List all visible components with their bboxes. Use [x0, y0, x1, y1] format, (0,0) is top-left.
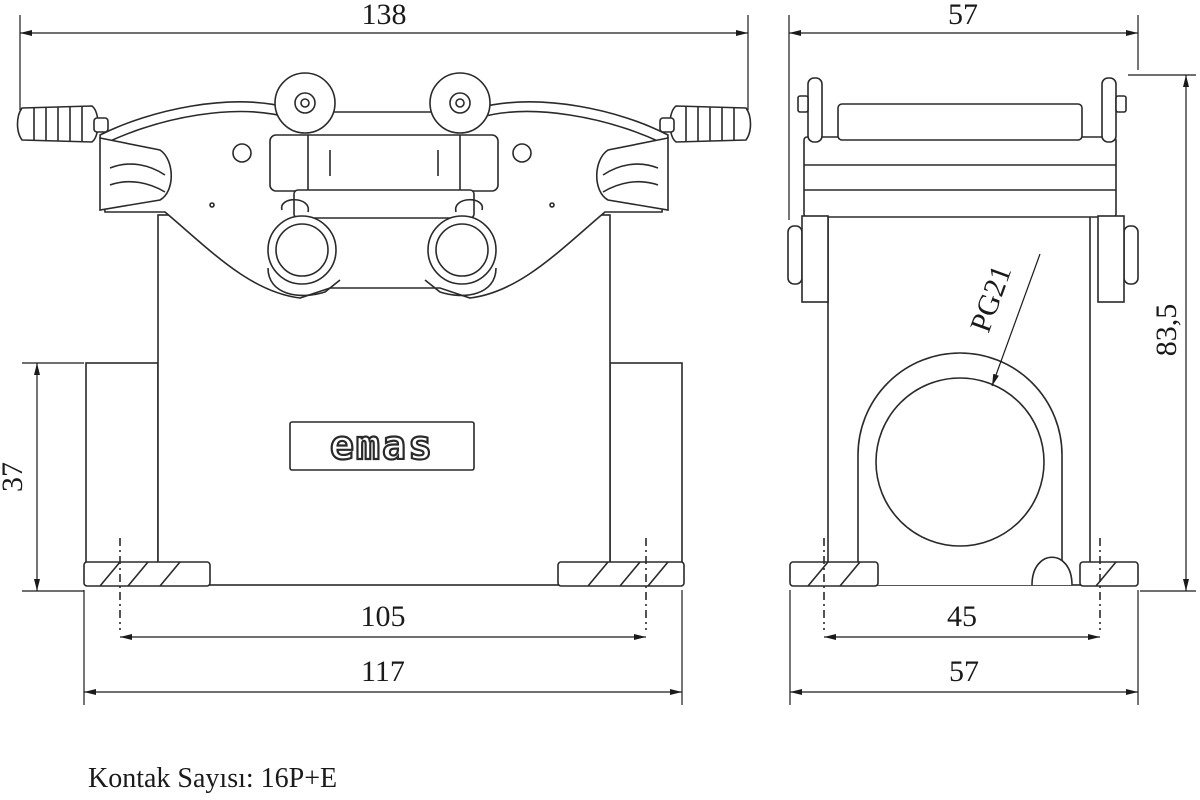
front-right-lock-stud-inner — [435, 223, 489, 277]
front-right-pin-dot — [549, 202, 555, 208]
side-view — [787, 77, 1139, 630]
side-right-bump — [1031, 556, 1073, 586]
contact-count-caption: Kontak Sayısı: 16P+E — [88, 763, 337, 794]
side-left-lower-arm — [801, 215, 829, 303]
side-left-top-latch — [807, 77, 823, 143]
front-right-latch-groove — [602, 163, 659, 193]
front-left-lock-hook — [267, 199, 341, 297]
side-right-top-latch — [1101, 77, 1117, 143]
front-right-pivot-dot — [455, 98, 465, 108]
front-right-handle-neck — [659, 117, 675, 133]
front-left-handle-neck — [93, 117, 109, 133]
front-logo-frame — [289, 421, 475, 471]
front-left-latch — [99, 137, 172, 211]
front-right-latch — [596, 137, 669, 211]
front-slot-recess — [293, 189, 475, 219]
front-left-hole — [232, 143, 252, 163]
side-right-top-latch-pin — [1115, 95, 1127, 113]
pg21-leader — [991, 253, 1041, 387]
dimension-lines — [19, 15, 1196, 705]
front-view — [16, 72, 752, 630]
side-right-flange — [1079, 561, 1139, 587]
front-left-handle-grip — [33, 107, 83, 141]
front-cover-ridge — [107, 110, 661, 143]
side-right-lower-latch — [1123, 225, 1139, 285]
front-left-pin-dot — [209, 202, 215, 208]
front-right-hole — [512, 143, 532, 163]
dim-label-side-57-bottom: 57 — [949, 655, 979, 688]
side-cable-entry-hole — [875, 377, 1045, 547]
front-right-lock-hook — [424, 199, 497, 297]
side-right-lower-arm — [1097, 215, 1125, 303]
side-cover-top — [837, 103, 1083, 141]
front-right-handle-grip — [685, 107, 735, 141]
dim-label-45: 45 — [947, 600, 977, 633]
dim-label-37: 37 — [0, 462, 29, 492]
dim-label-105: 105 — [361, 600, 406, 633]
front-left-lock-stud-inner — [275, 223, 329, 277]
side-cover — [803, 136, 1117, 218]
front-left-latch-groove — [109, 163, 166, 193]
front-left-base-block — [85, 362, 159, 586]
dim-label-117: 117 — [361, 655, 405, 688]
dim-label-83-5: 83,5 — [1150, 304, 1183, 357]
front-right-base-block — [609, 362, 683, 586]
side-left-top-latch-pin — [797, 95, 809, 113]
front-logo: emas — [330, 423, 434, 469]
dim-label-138: 138 — [362, 0, 407, 31]
front-flange-hatch — [99, 561, 669, 587]
front-central-slot — [269, 134, 499, 192]
dim-label-side-57-top: 57 — [948, 0, 978, 31]
side-left-flange — [789, 561, 879, 587]
front-left-pivot-dot — [300, 98, 310, 108]
side-left-lower-latch — [787, 225, 803, 285]
